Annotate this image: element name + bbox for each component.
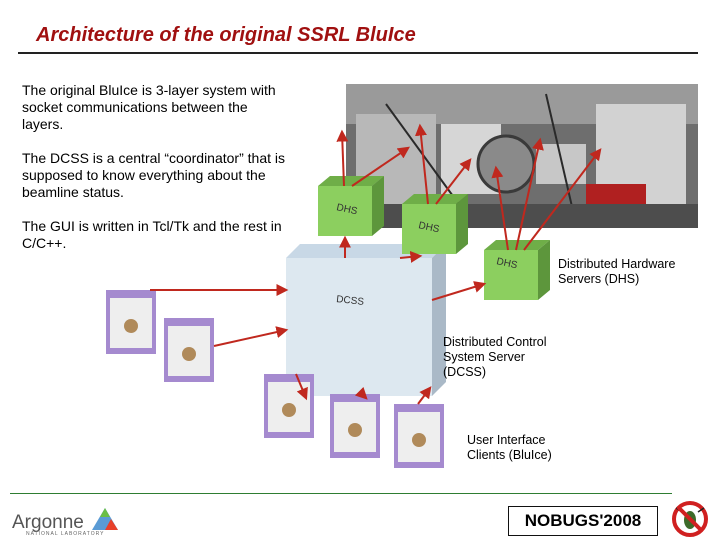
paragraph-languages: The GUI is written in Tcl/Tk and the res…	[22, 218, 282, 251]
footer-divider	[10, 493, 672, 494]
client-to-dcss-arrow	[354, 386, 368, 400]
dcss-box-label: DCSS	[336, 294, 365, 308]
dhs-to-hardware-arrow	[523, 148, 602, 251]
title-divider	[18, 52, 698, 54]
dhs-box	[484, 240, 550, 300]
dhs-caption: Distributed Hardware Servers (DHS)	[558, 257, 676, 286]
dcss-to-dhs-arrow	[431, 281, 487, 301]
client-to-dcss-arrow	[295, 373, 308, 401]
paragraph-dcss: The DCSS is a central “coordinator” that…	[22, 150, 285, 200]
dhs-box-label-2: DHS	[417, 220, 440, 235]
slide-title: Architecture of the original SSRL BluIce	[36, 24, 416, 46]
dhs-box-label-1: DHS	[335, 202, 358, 217]
dhs-to-hardware-arrow	[351, 146, 410, 187]
client-box	[394, 404, 444, 468]
dhs-to-hardware-arrow	[415, 123, 429, 205]
dhs-to-hardware-arrow	[515, 137, 544, 251]
client-box	[106, 290, 156, 354]
client-to-dcss-arrow	[213, 326, 289, 347]
dcss-caption: Distributed Control System Server (DCSS)	[443, 335, 547, 379]
argonne-logo-subtitle: NATIONAL LABORATORY	[26, 531, 105, 537]
no-bugs-icon	[672, 501, 708, 537]
dhs-to-hardware-arrow	[435, 158, 472, 205]
conference-label: NOBUGS'2008	[508, 506, 658, 536]
dcss-box	[286, 244, 446, 396]
dhs-to-hardware-arrow	[491, 165, 509, 251]
client-box	[164, 318, 214, 382]
dhs-box	[402, 194, 468, 254]
client-box	[264, 374, 314, 438]
client-to-dcss-arrow	[417, 386, 432, 405]
client-box	[330, 394, 380, 458]
dhs-box-label-3: DHS	[495, 256, 518, 271]
argonne-logo-icon	[92, 508, 118, 530]
paragraph-three-layer: The original BluIce is 3-layer system wi…	[22, 82, 276, 132]
clients-caption: User Interface Clients (BluIce)	[467, 433, 552, 462]
dcss-to-dhs-arrow	[399, 250, 423, 263]
argonne-logo-text: Argonne	[12, 512, 84, 533]
dhs-to-hardware-arrow	[336, 129, 349, 187]
dhs-box	[318, 176, 384, 236]
